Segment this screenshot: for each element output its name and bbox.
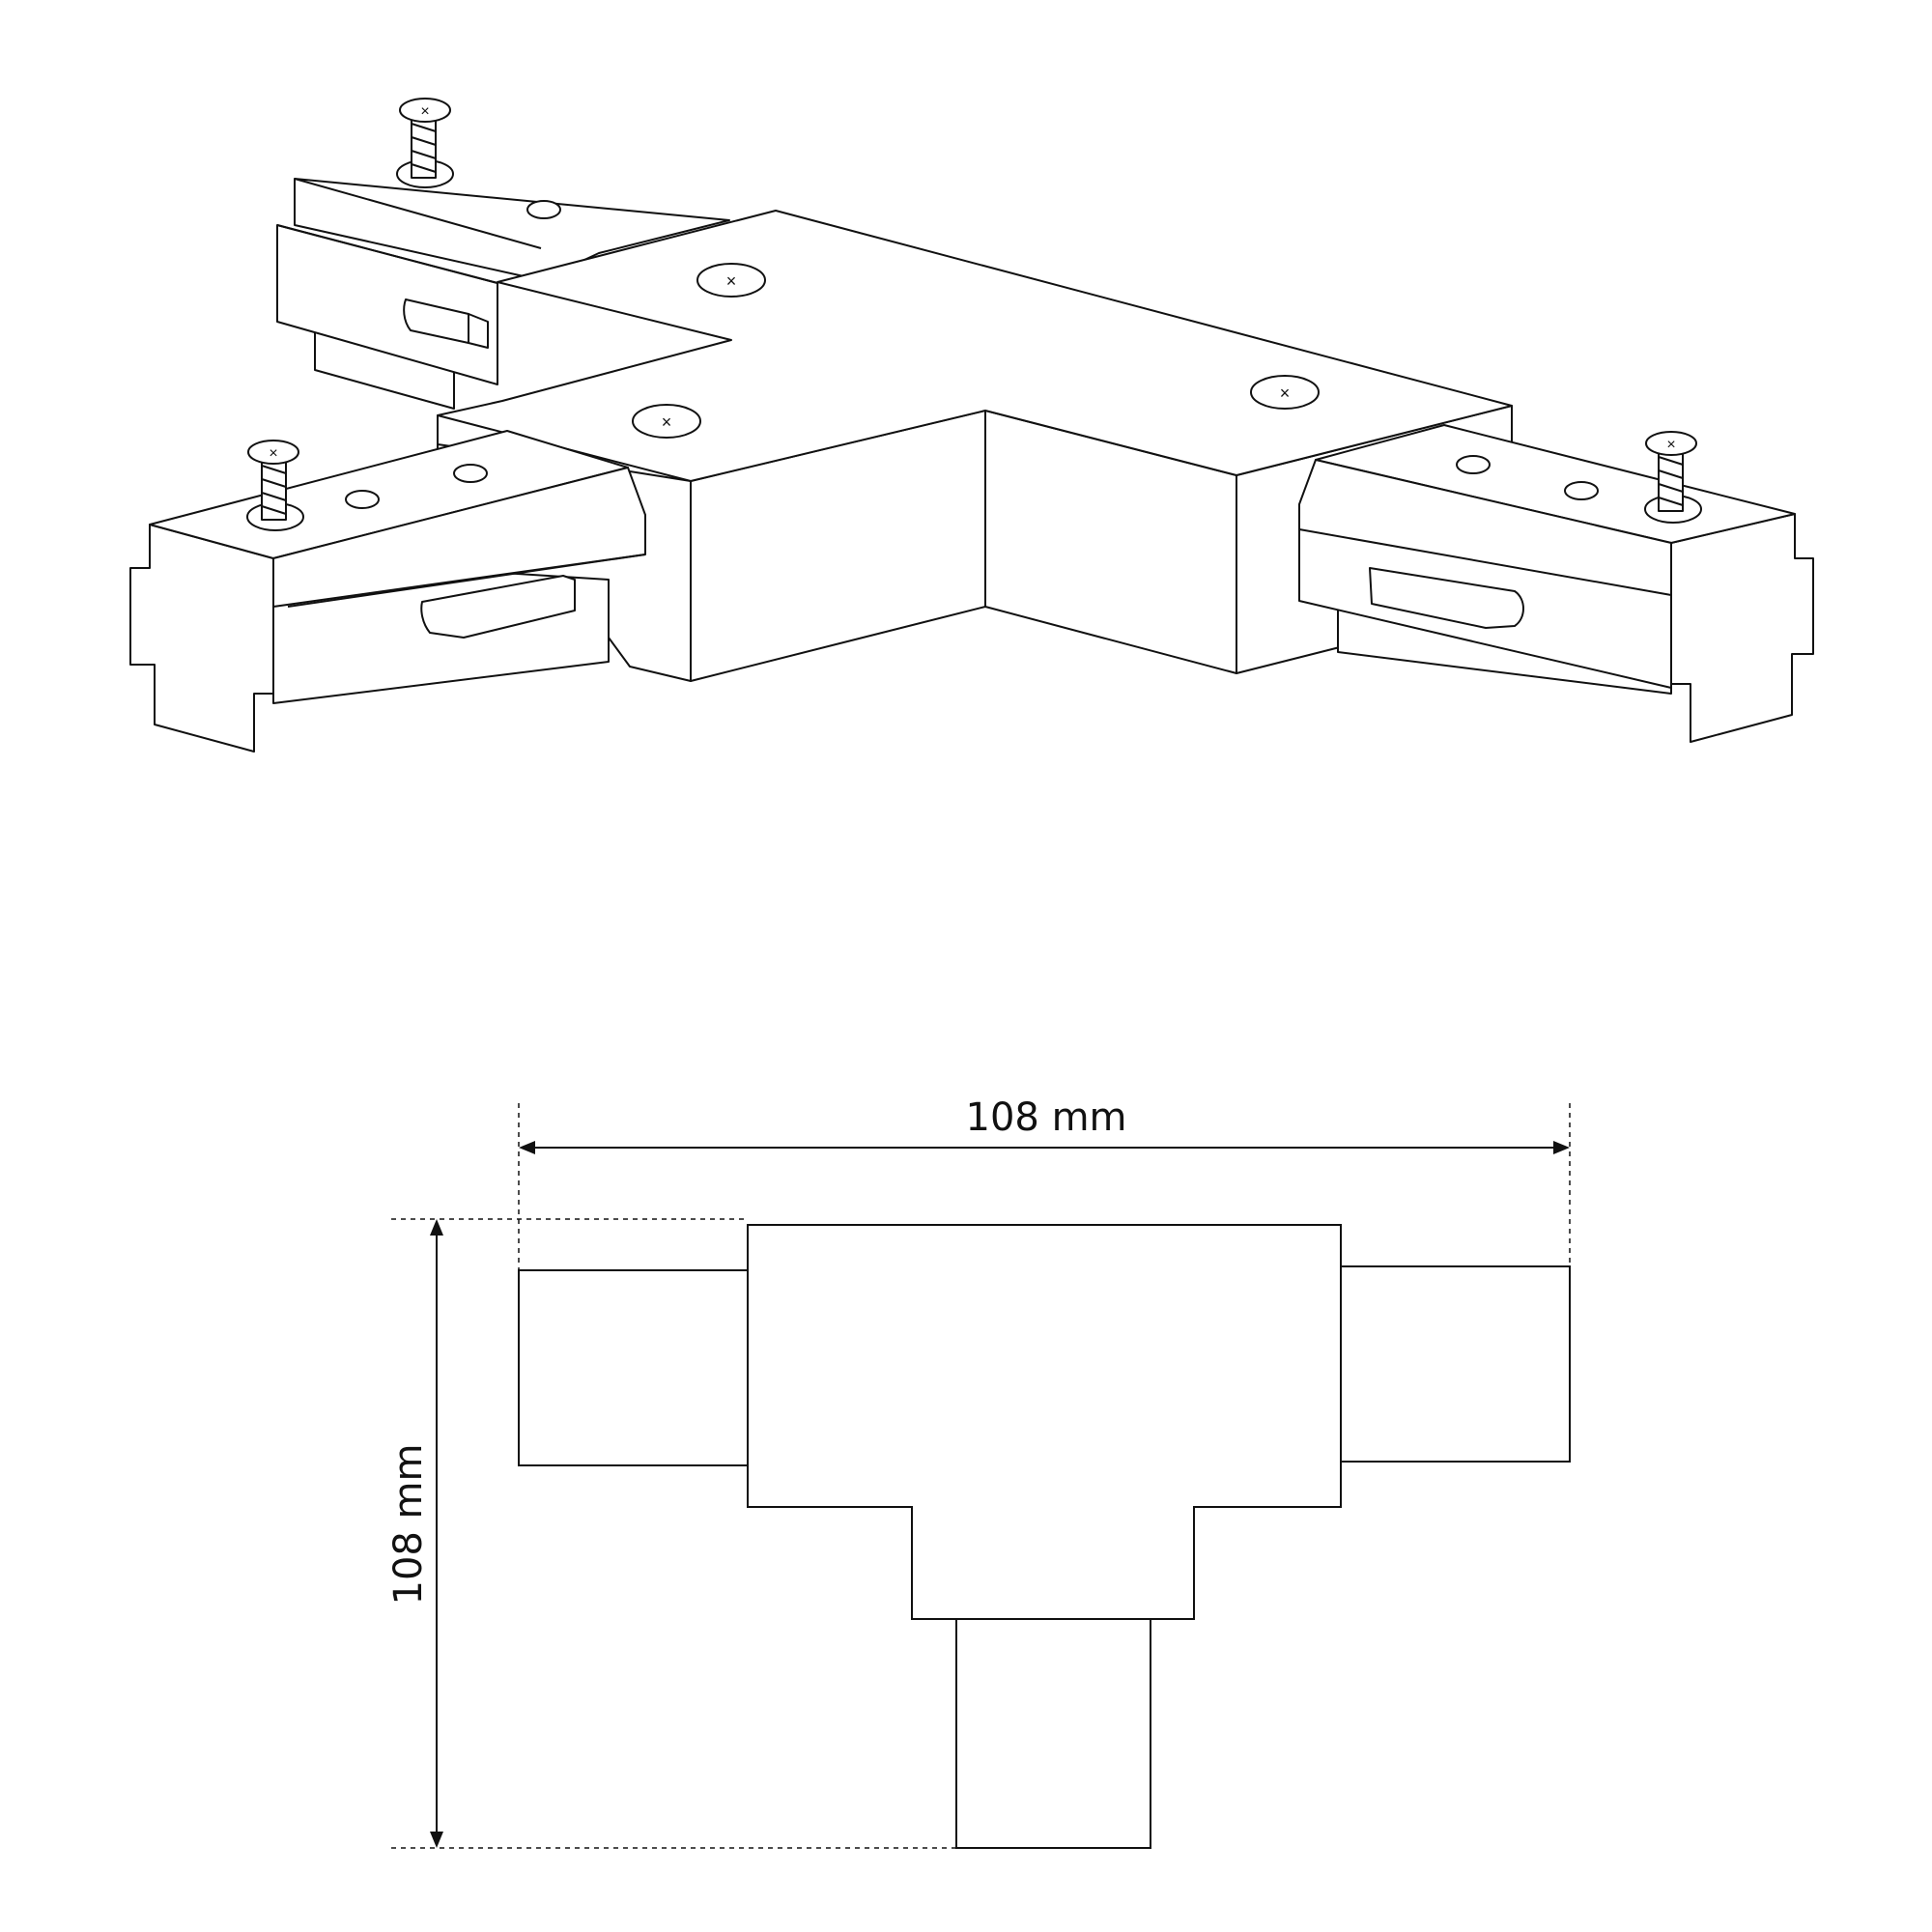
front-left-arm-stepped-end	[129, 524, 274, 753]
front-left-arm-hole-1	[345, 490, 380, 509]
back-left-latch	[403, 298, 469, 344]
plan-left-arm	[518, 1269, 750, 1466]
dimensions	[391, 1103, 1571, 1849]
plan-right-arm	[1340, 1265, 1571, 1463]
t-body-screw-hole-1	[696, 263, 766, 298]
front-right-arm	[1298, 424, 1814, 743]
screw-mark-icon: ×	[1280, 384, 1291, 403]
svg-text:×: ×	[420, 103, 429, 120]
plan-view	[518, 1224, 1571, 1849]
arrow-up-icon	[430, 1219, 443, 1236]
screw-mark-icon: ×	[662, 412, 672, 432]
front-right-arm-edge	[1298, 528, 1672, 596]
front-right-arm-hole-2	[1564, 481, 1599, 500]
back-left-arm-hole	[526, 200, 561, 219]
front-right-latch	[1369, 567, 1524, 629]
svg-text:×: ×	[1666, 437, 1675, 453]
width-dimension-label: 108 mm	[966, 1095, 1127, 1140]
screw-icon: ×	[399, 98, 451, 179]
back-left-arm-edge-2	[276, 224, 498, 284]
front-left-arm-edge-2	[287, 554, 646, 608]
plan-bottom-arm	[955, 1618, 1151, 1849]
screw-icon: ×	[1645, 431, 1697, 512]
front-right-arm-hole-1	[1456, 455, 1491, 474]
back-left-latch-end	[468, 313, 489, 349]
front-left-arm	[129, 430, 646, 753]
arrow-down-icon	[430, 1832, 443, 1848]
mounting-screws: × × ×	[247, 98, 1697, 521]
back-left-arm-edge	[294, 178, 542, 249]
arrow-left-icon	[519, 1141, 535, 1154]
svg-text:×: ×	[269, 445, 277, 462]
t-body-screw-hole-3	[1250, 375, 1320, 410]
screw-mark-icon: ×	[726, 271, 737, 291]
plan-center-body	[747, 1224, 1342, 1620]
front-left-latch	[420, 575, 576, 639]
height-dimension-label: 108 mm	[386, 1444, 431, 1605]
front-right-arm-rail	[1298, 459, 1672, 689]
front-left-arm-hole-2	[453, 464, 488, 483]
arrow-right-icon	[1553, 1141, 1570, 1154]
front-right-arm-stepped-end	[1670, 513, 1814, 743]
screw-icon: ×	[247, 440, 299, 521]
t-body-screw-hole-2	[632, 404, 701, 439]
isometric-view: × × ×	[129, 98, 1814, 753]
